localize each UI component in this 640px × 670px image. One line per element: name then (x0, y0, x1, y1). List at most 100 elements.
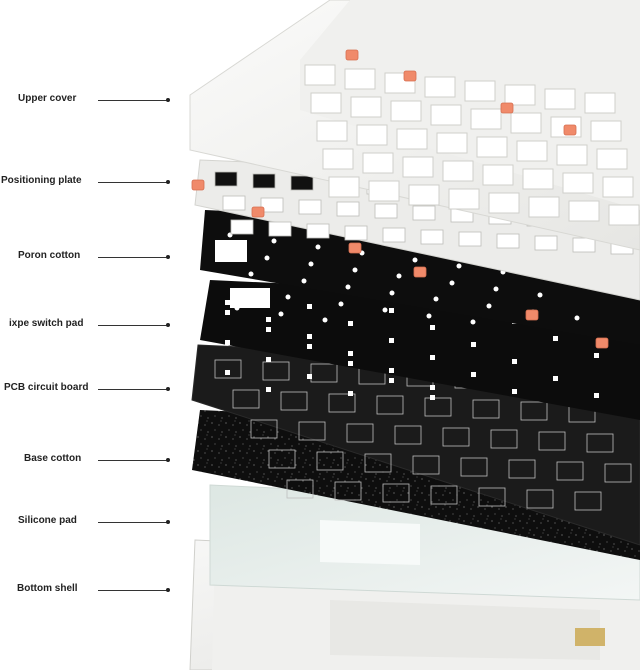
plate-cutout (344, 225, 368, 241)
ixpe-hole (225, 370, 230, 375)
cover-key-cell (362, 152, 394, 174)
plate-cutout (252, 173, 276, 189)
ixpe-hole (266, 387, 271, 392)
ixpe-hole (430, 395, 435, 400)
leader-poron-cotton (98, 257, 168, 258)
cover-key-cell (510, 112, 542, 134)
leader-dot-bottom-shell (166, 588, 170, 592)
poron-hole (433, 296, 439, 302)
cover-key-cell (328, 176, 360, 198)
poron-hole (322, 317, 328, 323)
ixpe-hole (471, 372, 476, 377)
cover-key-cell (442, 160, 474, 182)
poron-hole (396, 273, 402, 279)
poron-hole (241, 288, 247, 294)
cover-key-cell (390, 100, 422, 122)
pcb-footprint (298, 421, 326, 441)
pcb-footprint (526, 489, 554, 509)
poron-hole (352, 267, 358, 273)
pcb-footprint (346, 423, 374, 443)
ixpe-hole (389, 338, 394, 343)
stabilizer-clip (525, 309, 539, 321)
cover-key-cell (424, 76, 456, 98)
cover-key-cell (590, 120, 622, 142)
poron-hole (278, 311, 284, 317)
plate-cutout (268, 221, 292, 237)
ixpe-hole (348, 361, 353, 366)
poron-hole (389, 290, 395, 296)
poron-hole (301, 278, 307, 284)
pcb-footprint (310, 363, 338, 383)
cover-key-cell (402, 156, 434, 178)
stabilizer-clip (563, 124, 577, 136)
poron-hole (308, 261, 314, 267)
pcb-footprint (286, 479, 314, 499)
pcb-footprint (574, 491, 602, 511)
plate-cutout (290, 175, 314, 191)
leader-upper-cover (98, 100, 168, 101)
plate-cutout (458, 231, 482, 247)
poron-hole (315, 244, 321, 250)
ixpe-hole (389, 378, 394, 383)
cover-key-cell (322, 148, 354, 170)
plate-cutout (298, 199, 322, 215)
poron-hole (264, 255, 270, 261)
pcb-footprint (214, 359, 242, 379)
poron-hole (248, 271, 254, 277)
cover-key-cell (470, 108, 502, 130)
cover-key-cell (304, 64, 336, 86)
poron-hole (345, 284, 351, 290)
pcb-footprint (472, 399, 500, 419)
pcb-footprint (424, 397, 452, 417)
ixpe-hole (307, 374, 312, 379)
cover-key-cell (482, 164, 514, 186)
pcb-footprint (538, 431, 566, 451)
ixpe-hole (389, 308, 394, 313)
plate-cutout (374, 203, 398, 219)
pcb-footprint (604, 463, 632, 483)
poron-hole (456, 263, 462, 269)
poron-hole (234, 305, 240, 311)
cover-key-cell (408, 184, 440, 206)
pcb-footprint (316, 451, 344, 471)
leader-silicone-pad (98, 522, 168, 523)
poron-hole (470, 319, 476, 325)
plate-cutout (260, 197, 284, 213)
label-base-cotton: Base cotton (24, 453, 82, 464)
leader-positioning-plate (98, 182, 168, 183)
stabilizer-clip (348, 242, 362, 254)
ixpe-hole (430, 355, 435, 360)
pcb-footprint (268, 449, 296, 469)
ixpe-hole (266, 317, 271, 322)
ixpe-hole (594, 353, 599, 358)
ixpe-hole (307, 334, 312, 339)
pcb-footprint (364, 453, 392, 473)
ixpe-hole (348, 391, 353, 396)
ixpe-hole (266, 327, 271, 332)
ixpe-hole (307, 304, 312, 309)
cover-key-cell (516, 140, 548, 162)
leader-dot-base-cotton (166, 458, 170, 462)
poron-hole (449, 280, 455, 286)
stabilizer-clip (251, 206, 265, 218)
ixpe-hole (225, 310, 230, 315)
poron-hole (285, 294, 291, 300)
ixpe-hole (471, 342, 476, 347)
poron-hole (426, 313, 432, 319)
plate-cutout (230, 219, 254, 235)
cover-key-cell (344, 68, 376, 90)
plate-cutout (336, 201, 360, 217)
pcb-footprint (586, 433, 614, 453)
pcb-footprint (328, 393, 356, 413)
ixpe-hole (225, 340, 230, 345)
poron-hole (537, 292, 543, 298)
plate-cutout (412, 205, 436, 221)
plate-cutout (382, 227, 406, 243)
stabilizer-clip (413, 266, 427, 278)
cover-key-cell (596, 148, 628, 170)
cover-key-cell (488, 192, 520, 214)
cover-key-cell (522, 168, 554, 190)
plate-cutout (496, 233, 520, 249)
stabilizer-clip (345, 49, 359, 61)
